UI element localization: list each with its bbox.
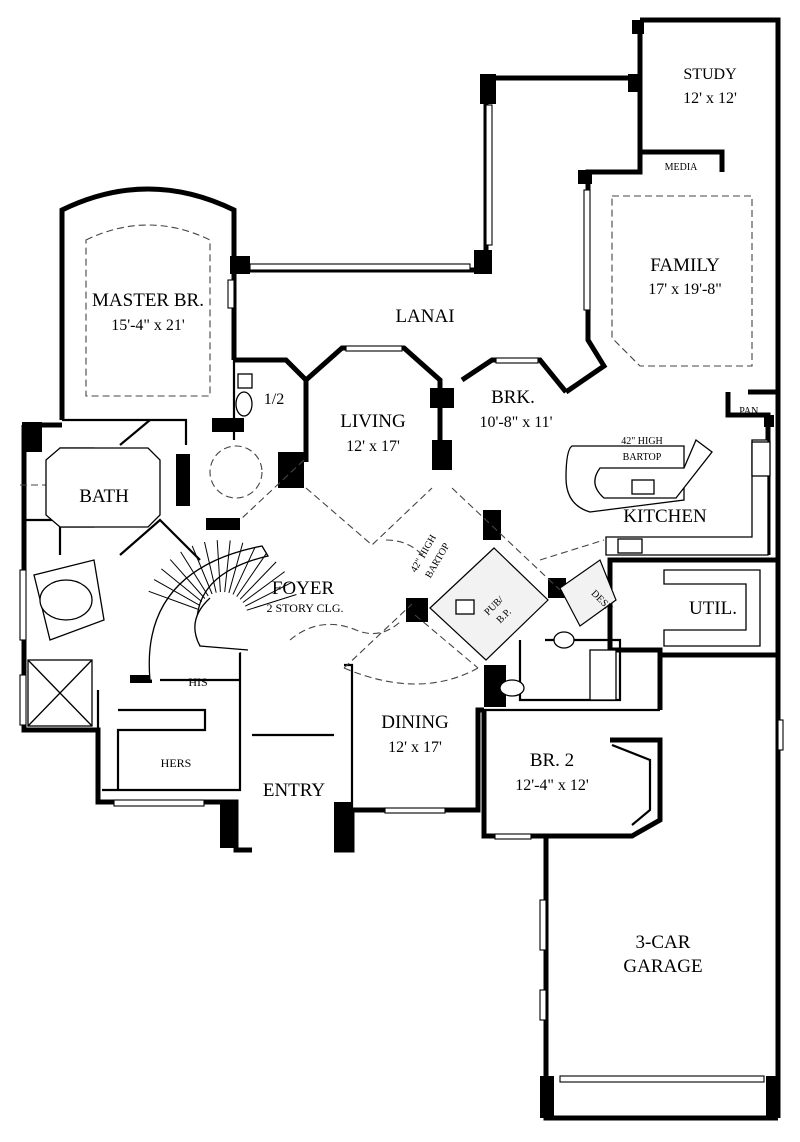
stair-tread bbox=[239, 561, 277, 600]
entry-label: ENTRY bbox=[263, 780, 326, 801]
br2-label: BR. 2 bbox=[530, 750, 574, 771]
lanai-label: LANAI bbox=[395, 306, 454, 327]
exterior-walls bbox=[21, 17, 781, 1121]
util-label: UTIL. bbox=[689, 598, 737, 619]
kitchen-bartop bbox=[594, 438, 713, 499]
kitchen-label: KITCHEN bbox=[623, 506, 707, 527]
stair-tread bbox=[204, 541, 217, 593]
brk-label: BRK. bbox=[491, 387, 535, 408]
stair-tread bbox=[236, 553, 267, 597]
stair-tread bbox=[153, 579, 200, 606]
stair-tread bbox=[224, 540, 231, 593]
stair-tread bbox=[244, 582, 292, 607]
spiral-staircase bbox=[148, 540, 297, 681]
family-label: FAMILY bbox=[650, 255, 720, 276]
fixtures bbox=[27, 373, 771, 727]
garage-label-line1: 3-CAR bbox=[636, 932, 691, 953]
study-size: 12' x 12' bbox=[683, 90, 737, 107]
garage-label-line2: GARAGE bbox=[623, 956, 702, 977]
bath-label: BATH bbox=[79, 486, 129, 507]
media-label: MEDIA bbox=[665, 162, 699, 173]
half-bath-label: 1/2 bbox=[264, 391, 284, 408]
stair-tread bbox=[169, 559, 206, 599]
stair-tread bbox=[228, 542, 244, 594]
family-size: 17' x 19'-8" bbox=[648, 281, 722, 298]
stair-tread bbox=[148, 590, 198, 610]
stair-tread bbox=[216, 540, 221, 593]
brk-size: 10'-8" x 11' bbox=[479, 414, 552, 431]
master-label: MASTER BR. bbox=[92, 290, 204, 311]
foyer-label: FOYER bbox=[272, 578, 335, 599]
his-label: HIS bbox=[188, 675, 207, 689]
stair-tread bbox=[242, 571, 285, 603]
study-label: STUDY bbox=[683, 66, 737, 83]
windows bbox=[19, 104, 784, 1083]
dining-label: DINING bbox=[381, 712, 449, 733]
wall-piers bbox=[22, 20, 780, 1118]
stair-tread bbox=[232, 547, 256, 595]
stair-tread bbox=[191, 545, 213, 595]
living-size: 12' x 17' bbox=[346, 438, 400, 455]
stair-tread bbox=[161, 568, 203, 602]
kitchen-bartop-line1: 42" HIGH bbox=[621, 436, 663, 447]
stair-tread bbox=[180, 551, 209, 597]
hers-label: HERS bbox=[161, 756, 192, 770]
living-label: LIVING bbox=[340, 411, 406, 432]
room-labels: STUDY 12' x 12' MEDIA FAMILY 17' x 19'-8… bbox=[79, 66, 761, 977]
stair-tread bbox=[246, 594, 297, 611]
dashed-lines bbox=[20, 195, 753, 685]
br2-size: 12'-4" x 12' bbox=[515, 777, 589, 794]
foyer-note: 2 STORY CLG. bbox=[266, 601, 343, 615]
pan-label: PAN. bbox=[739, 406, 761, 417]
dining-size: 12' x 17' bbox=[388, 739, 442, 756]
kitchen-bartop-line2: BARTOP bbox=[623, 452, 662, 463]
master-size: 15'-4" x 21' bbox=[111, 317, 185, 334]
